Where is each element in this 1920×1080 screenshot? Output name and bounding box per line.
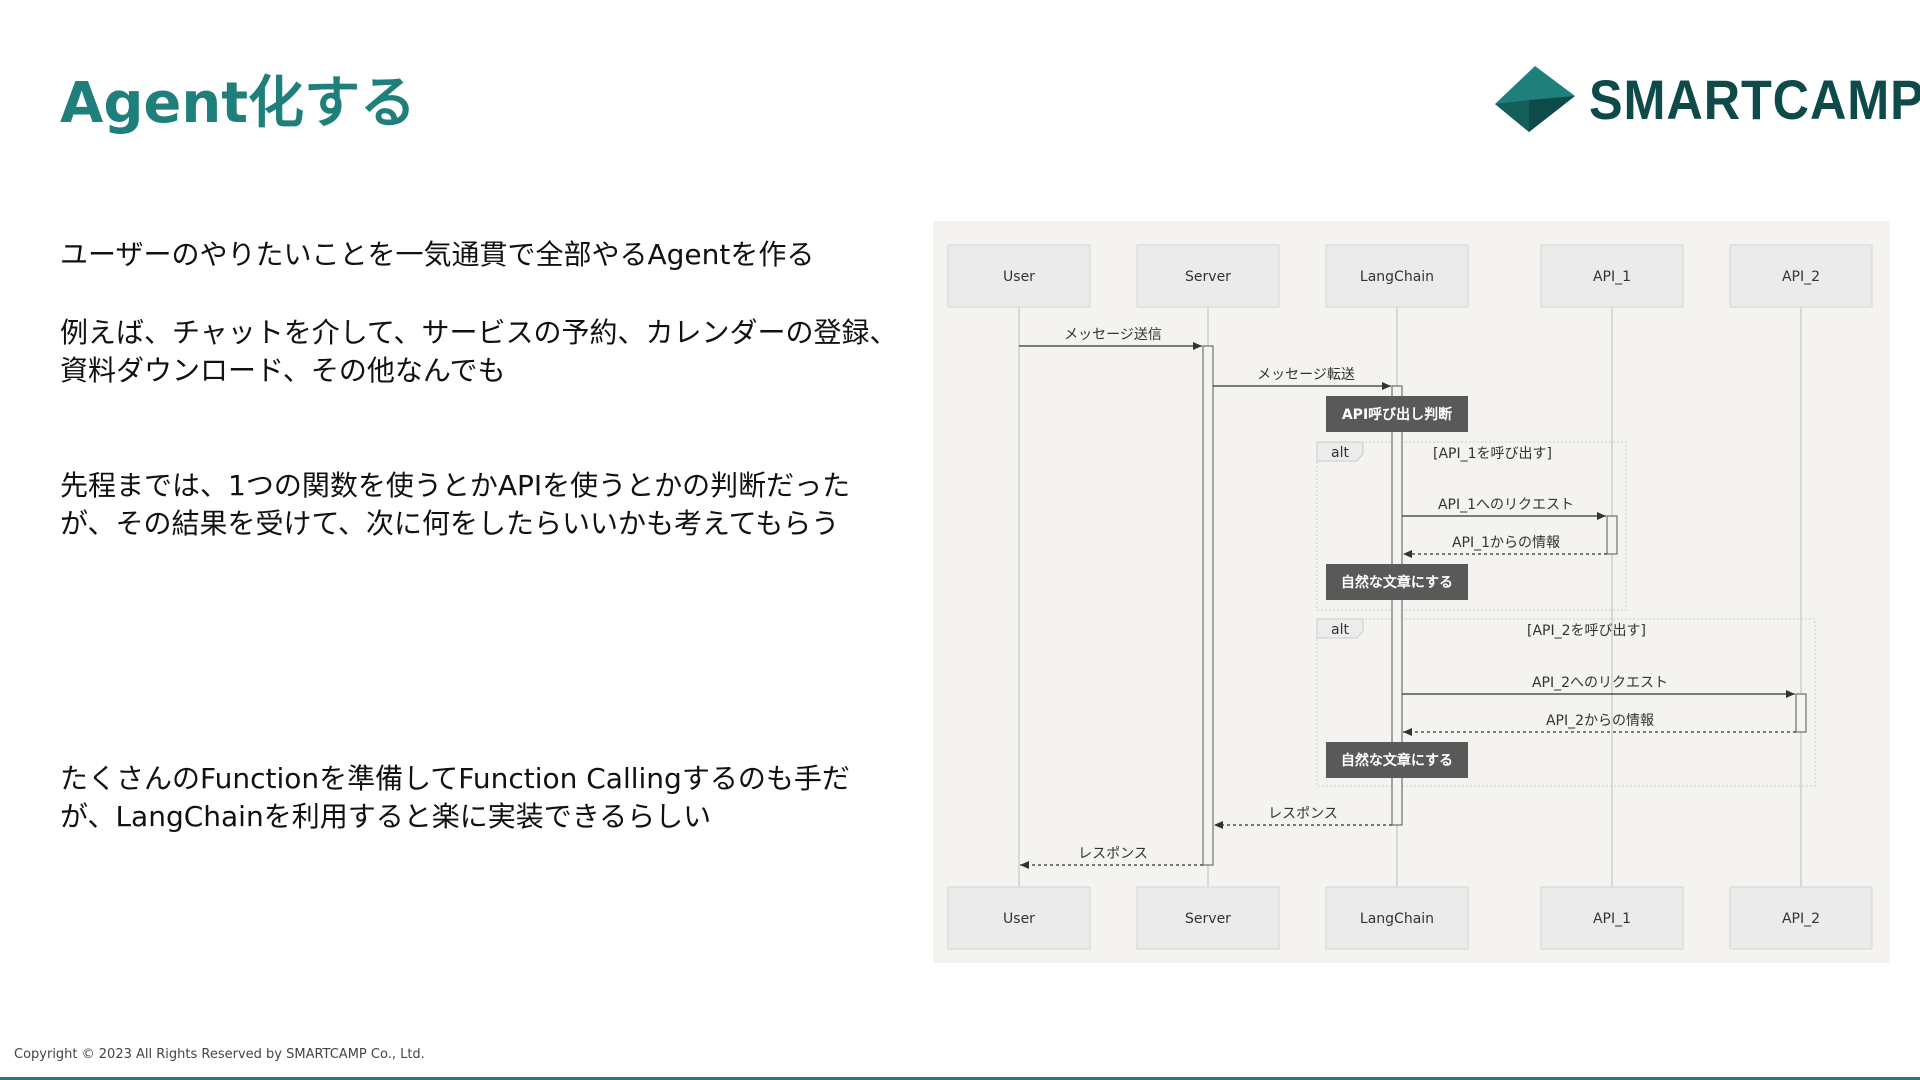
participant-api2-bottom: API_2 — [1729, 886, 1873, 950]
message-send: メッセージ送信 — [1019, 327, 1202, 350]
svg-text:レスポンス: レスポンス — [1268, 806, 1338, 822]
activation-server — [1202, 345, 1214, 866]
svg-text:メッセージ送信: メッセージ送信 — [1064, 327, 1162, 343]
paragraph-line: 例えば、チャットを介して、サービスの予約、カレンダーの登録、 — [60, 316, 898, 349]
logo-mark-icon — [1495, 66, 1575, 132]
message-api1-response: API_1からの情報 — [1403, 535, 1607, 558]
activation-api1 — [1606, 515, 1618, 555]
participant-api1-bottom: API_1 — [1540, 886, 1684, 950]
alt-block-api2 — [1316, 618, 1816, 787]
note-natural-text-2: 自然な文章にする — [1326, 742, 1468, 778]
svg-text:User: User — [1003, 269, 1035, 285]
note-api-decision: API呼び出し判断 — [1326, 396, 1468, 432]
svg-text:API_2からの情報: API_2からの情報 — [1546, 713, 1654, 729]
paragraph-1: ユーザーのやりたいことを一気通貫で全部やるAgentを作る — [60, 236, 814, 274]
message-response-user: レスポンス — [1020, 846, 1203, 869]
paragraph-4: たくさんのFunctionを準備してFunction Callingするのも手だ… — [60, 760, 850, 836]
sequence-diagram: alt [API_1を呼び出す] alt [API_2を呼び出す] User S… — [933, 221, 1890, 963]
svg-text:API_1: API_1 — [1593, 269, 1631, 285]
activation-api2 — [1795, 693, 1807, 733]
note-natural-text-1: 自然な文章にする — [1326, 564, 1468, 600]
message-api2-request: API_2へのリクエスト — [1402, 675, 1795, 698]
message-api1-request: API_1へのリクエスト — [1402, 497, 1606, 520]
svg-text:Server: Server — [1185, 911, 1231, 927]
paragraph-line: が、その結果を受けて、次に何をしたらいいかも考えてもらう — [60, 507, 840, 540]
svg-text:レスポンス: レスポンス — [1078, 846, 1148, 862]
paragraph-2: 例えば、チャットを介して、サービスの予約、カレンダーの登録、 資料ダウンロード、… — [60, 314, 897, 390]
alt-keyword: alt — [1331, 622, 1349, 638]
svg-text:LangChain: LangChain — [1360, 911, 1434, 927]
svg-text:API_2: API_2 — [1782, 269, 1820, 285]
participant-server-top: Server — [1136, 244, 1280, 308]
participant-user-bottom: User — [947, 886, 1091, 950]
paragraph-3: 先程までは、1つの関数を使うとかAPIを使うとかの判断だった が、その結果を受け… — [60, 467, 850, 543]
svg-text:メッセージ転送: メッセージ転送 — [1257, 367, 1355, 383]
message-api2-response: API_2からの情報 — [1403, 713, 1796, 736]
svg-text:LangChain: LangChain — [1360, 269, 1434, 285]
alt-block-api1 — [1316, 441, 1627, 611]
participant-langchain-bottom: LangChain — [1325, 886, 1469, 950]
slide-title: Agent化する — [60, 71, 417, 136]
paragraph-line: たくさんのFunctionを準備してFunction Callingするのも手だ — [60, 762, 850, 795]
bottom-accent-line — [0, 1077, 1920, 1080]
activation-langchain — [1391, 385, 1403, 826]
message-forward: メッセージ転送 — [1213, 367, 1391, 390]
svg-text:Server: Server — [1185, 269, 1231, 285]
paragraph-line: ユーザーのやりたいことを一気通貫で全部やるAgentを作る — [60, 238, 815, 271]
smartcamp-logo: SMARTCAMP — [1495, 66, 1920, 132]
participant-langchain-top: LangChain — [1325, 244, 1469, 308]
svg-text:API_2へのリクエスト: API_2へのリクエスト — [1532, 675, 1668, 691]
participant-user-top: User — [947, 244, 1091, 308]
svg-text:API_1: API_1 — [1593, 911, 1631, 927]
svg-text:API_1からの情報: API_1からの情報 — [1452, 535, 1560, 551]
svg-text:API_2: API_2 — [1782, 911, 1820, 927]
paragraph-line: 先程までは、1つの関数を使うとかAPIを使うとかの判断だった — [60, 469, 851, 502]
message-response-server: レスポンス — [1214, 806, 1392, 829]
participant-api1-top: API_1 — [1540, 244, 1684, 308]
participant-server-bottom: Server — [1136, 886, 1280, 950]
svg-text:User: User — [1003, 911, 1035, 927]
svg-text:API呼び出し判断: API呼び出し判断 — [1342, 406, 1452, 423]
paragraph-line: が、LangChainを利用すると楽に実装できるらしい — [60, 800, 712, 833]
alt-keyword: alt — [1331, 445, 1349, 461]
svg-text:API_1へのリクエスト: API_1へのリクエスト — [1438, 497, 1574, 513]
alt-label-box — [1316, 618, 1364, 639]
alt-label-box — [1316, 441, 1364, 462]
copyright-footer: Copyright © 2023 All Rights Reserved by … — [14, 1047, 425, 1062]
participant-api2-top: API_2 — [1729, 244, 1873, 308]
svg-text:自然な文章にする: 自然な文章にする — [1341, 574, 1453, 591]
alt-condition: [API_2を呼び出す] — [1527, 623, 1646, 639]
logo-text: SMARTCAMP — [1589, 67, 1920, 131]
svg-text:自然な文章にする: 自然な文章にする — [1341, 752, 1453, 769]
alt-condition: [API_1を呼び出す] — [1433, 446, 1552, 462]
paragraph-line: 資料ダウンロード、その他なんでも — [60, 354, 506, 387]
